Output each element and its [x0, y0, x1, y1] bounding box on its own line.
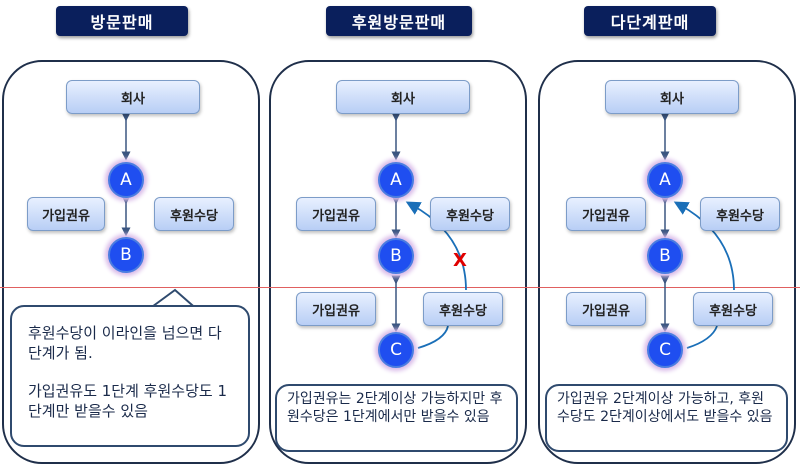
title-multilevel: 다단계판매 [584, 6, 716, 36]
note-sponsored: 가입권유는 2단계이상 가능하지만 후원수당은 1단계에서만 받을수 있음 [275, 384, 518, 452]
commission-box: 후원수당 [700, 197, 780, 231]
recruit-box: 가입권유 [296, 197, 376, 231]
commission-box: 후원수당 [154, 197, 234, 231]
node-c: C [378, 332, 414, 368]
panel-multilevel [538, 60, 796, 464]
title-sponsored-door-to-door: 후원방문판매 [326, 6, 472, 36]
node-a: A [647, 162, 683, 198]
title-door-to-door: 방문판매 [56, 6, 188, 36]
blocked-x-mark: X [453, 250, 467, 271]
commission-arrow [680, 205, 735, 349]
panel-door-to-door [2, 60, 260, 464]
company-box: 회사 [66, 80, 200, 114]
recruit-box: 가입권유 [27, 197, 105, 231]
commission-box-lower: 후원수당 [423, 292, 503, 326]
node-c: C [647, 332, 683, 368]
note-door-to-door: 후원수당이 이라인을 넘으면 다단계가 됨. 가입권유도 1단계 후원수당도 1… [10, 305, 250, 447]
note-line-1: 후원수당이 이라인을 넘으면 다단계가 됨. [28, 324, 222, 362]
panel-sponsored [269, 60, 527, 464]
company-box: 회사 [336, 80, 470, 114]
node-b: B [647, 238, 683, 274]
recruit-box-lower: 가입권유 [566, 292, 646, 326]
node-b: B [378, 238, 414, 274]
commission-box-lower: 후원수당 [693, 292, 773, 326]
commission-box: 후원수당 [430, 197, 510, 231]
recruit-box: 가입권유 [566, 197, 646, 231]
note-line-2: 가입권유도 1단계 후원수당도 1단계만 받을수 있음 [28, 382, 227, 420]
company-box: 회사 [605, 80, 739, 114]
note-multilevel: 가입권유 2단계이상 가능하고, 후원수당도 2단계이상에서도 받을수 있음 [545, 384, 788, 452]
node-b: B [108, 237, 144, 273]
node-a: A [378, 162, 414, 198]
node-a: A [108, 162, 144, 198]
recruit-box-lower: 가입권유 [296, 292, 376, 326]
commission-arrow-blocked [412, 205, 467, 349]
